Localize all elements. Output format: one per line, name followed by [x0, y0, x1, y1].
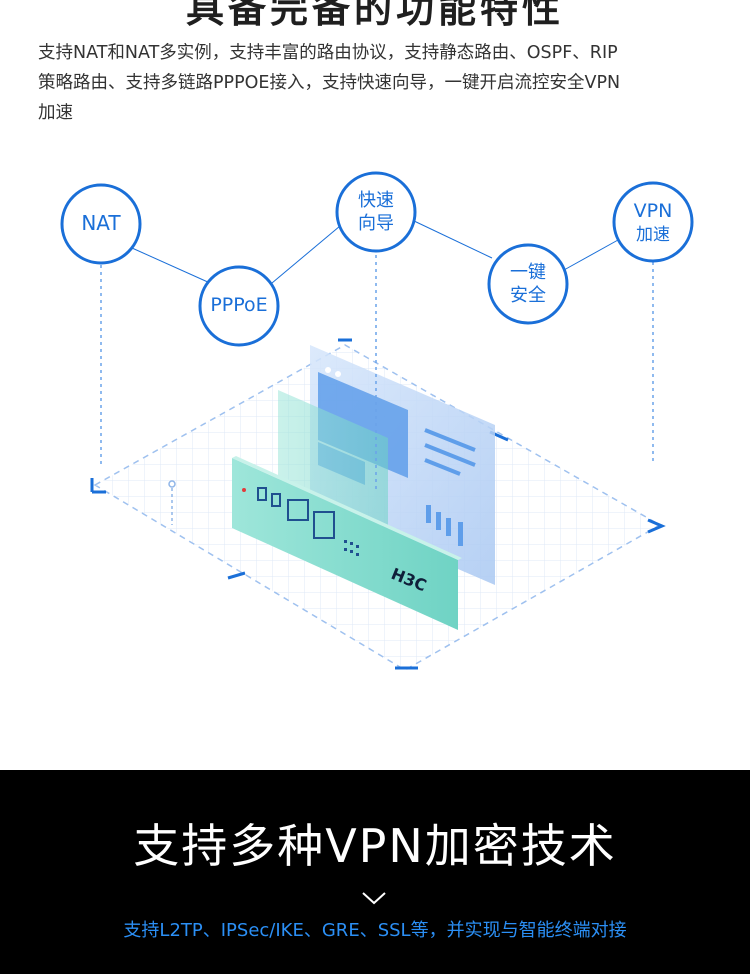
vpn-section-title: 支持多种VPN加密技术 — [133, 819, 617, 873]
description-line-1: 支持NAT和NAT多实例，支持丰富的路由协议，支持静态路由、OSPF、RIP — [38, 43, 618, 63]
security-label: 一键 安全 — [510, 262, 546, 306]
feature-description: 支持NAT和NAT多实例，支持丰富的路由协议，支持静态路由、OSPF、RIP 策… — [38, 38, 728, 128]
router-device: H3C — [232, 456, 462, 630]
chevron-down-icon — [362, 892, 386, 905]
wizard-label: 快速 向导 — [358, 190, 394, 234]
bubbles — [60, 171, 694, 347]
pppoe-label: PPPoE — [210, 294, 268, 316]
vpn-section-subtitle: 支持L2TP、IPSec/IKE、GRE、SSL等，并实现与智能终端对接 — [123, 920, 627, 941]
description-line-2: 策略路由、支持多链路PPPOE接入，支持快速向导，一键开启流控安全VPN — [38, 73, 621, 93]
nat-bubble — [60, 183, 142, 265]
vpn-section — [0, 770, 750, 974]
pppoe-bubble — [198, 265, 280, 347]
vpn-label: VPN 加速 — [633, 200, 673, 245]
feature-illustration: H3C — [60, 171, 694, 671]
page-title: 具备完备的功能特性 — [185, 0, 564, 31]
vpn-bubble — [612, 181, 694, 263]
nat-label: NAT — [81, 211, 121, 235]
description-line-3: 加速 — [38, 103, 73, 123]
security-bubble — [487, 243, 569, 325]
wizard-bubble — [335, 171, 417, 253]
connector-lines — [131, 219, 619, 284]
